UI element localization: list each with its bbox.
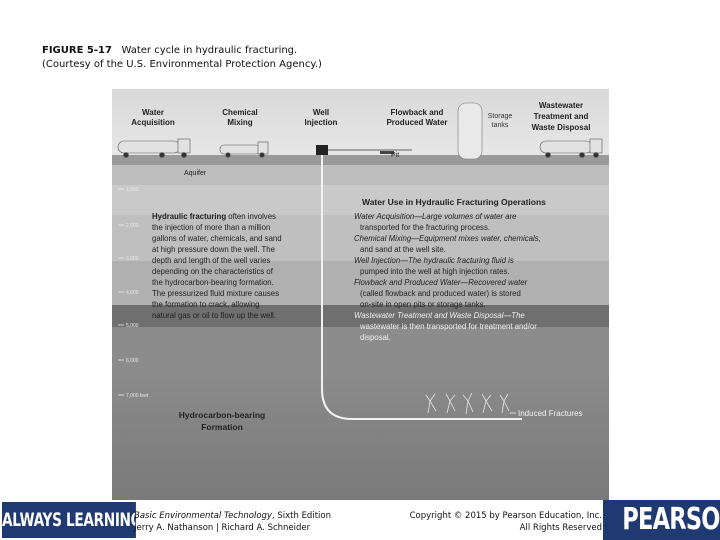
left-line-6: the hydrocarbon-bearing formation. bbox=[152, 278, 274, 287]
depth-marker: 1,000 bbox=[118, 187, 139, 193]
formation-label-1: Hydrocarbon-bearing bbox=[179, 410, 265, 420]
always-learning-text: ALWAYS LEARNING bbox=[2, 509, 136, 531]
formation-label-2: Formation bbox=[201, 422, 243, 432]
left-line-9: natural gas or oil to flow up the well. bbox=[152, 311, 276, 320]
right-line-11: disposal. bbox=[360, 333, 391, 342]
truck-middle bbox=[219, 141, 269, 158]
depth-label: 6,000 bbox=[126, 358, 139, 364]
left-line-0: Hydraulic fracturing often involves bbox=[152, 212, 276, 221]
storage-tanks-label-2: tanks bbox=[492, 122, 509, 129]
depth-label: 7,000 feet bbox=[126, 393, 149, 399]
stage-titles: Water Acquisition Chemical Mixing Well I… bbox=[131, 101, 590, 132]
stage-well-injection-l2: Injection bbox=[305, 118, 338, 127]
right-line-4: Well Injection—The hydraulic fracturing … bbox=[354, 256, 514, 265]
stage-chemical-mixing-l1: Chemical bbox=[222, 108, 258, 117]
book-authors: Jerry A. Nathanson | Richard A. Schneide… bbox=[134, 523, 311, 533]
book-line: Basic Environmental Technology, Sixth Ed… bbox=[134, 510, 331, 522]
book-edition: , Sixth Edition bbox=[271, 511, 331, 521]
depth-label: 3,000 bbox=[126, 256, 139, 262]
pearson-logo: PEARSON bbox=[603, 500, 720, 540]
left-line-5: depending on the characteristics of bbox=[152, 267, 274, 276]
left-line-8: the formation to crack, allowing bbox=[152, 300, 259, 309]
induced-fractures bbox=[425, 392, 510, 415]
stage-well-injection-l1: Well bbox=[313, 108, 329, 117]
depth-scale: 1,000 2,000 3,000 4,000 5,000 6,000 7,00… bbox=[118, 187, 149, 399]
truck-right bbox=[539, 138, 603, 158]
left-explanation: Hydraulic fracturing often involves the … bbox=[152, 212, 282, 320]
figure-credit: (Courtesy of the U.S. Environmental Prot… bbox=[42, 59, 322, 70]
copyright-line: Copyright © 2015 by Pearson Education, I… bbox=[409, 511, 602, 521]
stage-chemical-mixing-l2: Mixing bbox=[227, 118, 252, 127]
stratum-3 bbox=[112, 261, 609, 305]
left-line-7: The pressurized fluid mixture causes bbox=[152, 289, 279, 298]
depth-label: 1,000 bbox=[126, 187, 139, 193]
figure-caption: FIGURE 5-17 Water cycle in hydraulic fra… bbox=[42, 44, 322, 72]
stage-water-acquisition-l2: Acquisition bbox=[131, 118, 175, 127]
stage-water-acquisition-l1: Water bbox=[142, 108, 164, 117]
pit-icon bbox=[380, 151, 394, 154]
figure-title: Water cycle in hydraulic fracturing. bbox=[121, 45, 298, 56]
wellhead bbox=[316, 145, 412, 155]
right-line-8: on-site in open pits or storage tanks. bbox=[360, 300, 486, 309]
right-line-3: and sand at the well site. bbox=[360, 245, 446, 254]
depth-label: 2,000 bbox=[126, 223, 139, 229]
pit-label: Pit bbox=[391, 152, 399, 159]
stratum-2 bbox=[112, 215, 609, 261]
well-bore bbox=[321, 155, 522, 420]
right-line-1: transported for the fracturing process. bbox=[360, 223, 490, 232]
right-line-5: pumped into the well at high injection r… bbox=[360, 267, 510, 276]
depth-marker: 4,000 bbox=[118, 290, 139, 296]
stage-wastewater-l1: Wastewater bbox=[539, 101, 583, 110]
right-line-0: Water Acquisition—Large volumes of water… bbox=[354, 212, 517, 221]
stratum-1 bbox=[112, 185, 609, 215]
hydraulic-fracturing-diagram: 1,000 2,000 3,000 4,000 5,000 6,000 7,00… bbox=[112, 89, 609, 500]
left-line-4: depth and length of the well varies bbox=[152, 256, 270, 265]
right-heading: Water Use in Hydraulic Fracturing Operat… bbox=[362, 197, 546, 207]
stage-wastewater-l2: Treatment and bbox=[534, 112, 589, 121]
storage-tanks-label-1: Storage bbox=[488, 113, 513, 120]
left-line-1: the injection of more than a million bbox=[152, 223, 270, 232]
right-line-2: Chemical Mixing—Equipment mixes water, c… bbox=[354, 234, 541, 243]
rights-line: All Rights Reserved bbox=[519, 523, 602, 533]
ground-surface bbox=[112, 155, 609, 165]
depth-marker: 2,000 bbox=[118, 223, 139, 229]
stage-flowback-l1: Flowback and bbox=[391, 108, 444, 117]
depth-label: 4,000 bbox=[126, 290, 139, 296]
depth-marker: 6,000 bbox=[118, 358, 139, 364]
figure-number: FIGURE 5-17 bbox=[42, 45, 112, 56]
stratum-4 bbox=[112, 327, 609, 377]
caption-line-1: FIGURE 5-17 Water cycle in hydraulic fra… bbox=[42, 44, 322, 58]
aquifer-label: Aquifer bbox=[184, 170, 207, 177]
right-line-10: wastewater is then transported for treat… bbox=[359, 322, 537, 331]
induced-fractures-label: Induced Fractures bbox=[518, 409, 582, 418]
right-explanation: Water Use in Hydraulic Fracturing Operat… bbox=[354, 197, 546, 342]
book-info: Basic Environmental Technology, Sixth Ed… bbox=[134, 510, 331, 534]
truck-left bbox=[117, 138, 191, 158]
right-line-6: Flowback and Produced Water—Recovered wa… bbox=[354, 278, 528, 287]
pearson-text: PEARSON bbox=[622, 502, 720, 537]
depth-marker: 7,000 feet bbox=[118, 393, 149, 399]
left-line-2: gallons of water, chemicals, and sand bbox=[152, 234, 282, 243]
always-learning-logo: ALWAYS LEARNING bbox=[2, 502, 136, 538]
book-title: Basic Environmental Technology bbox=[134, 511, 272, 521]
right-line-9: Wastewater Treatment and Waste Disposal—… bbox=[354, 311, 525, 320]
copyright-info: Copyright © 2015 by Pearson Education, I… bbox=[410, 510, 602, 534]
stage-flowback-l2: Produced Water bbox=[386, 118, 447, 127]
left-line-3: at high pressure down the well. The bbox=[152, 245, 275, 254]
right-line-7: (called flowback and produced water) is … bbox=[360, 289, 521, 298]
depth-marker: 3,000 bbox=[118, 256, 139, 262]
stage-wastewater-l3: Waste Disposal bbox=[532, 123, 591, 132]
sky-band bbox=[112, 89, 609, 161]
depth-marker: 5,000 bbox=[118, 323, 139, 329]
depth-label: 5,000 bbox=[126, 323, 139, 329]
stratum-dark bbox=[112, 305, 609, 327]
formation-layer bbox=[112, 377, 609, 500]
storage-tanks: Storage tanks bbox=[457, 102, 513, 160]
aquifer-layer bbox=[112, 165, 609, 185]
